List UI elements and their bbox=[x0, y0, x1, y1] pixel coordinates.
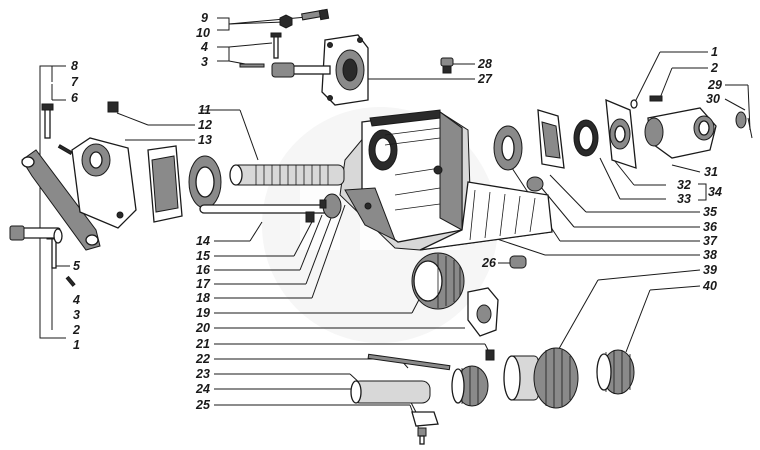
label-36: 36 bbox=[703, 220, 718, 234]
label-13: 13 bbox=[198, 133, 212, 147]
label-1-left: 1 bbox=[73, 338, 80, 352]
bearing-40 bbox=[596, 349, 635, 395]
label-31: 31 bbox=[704, 165, 718, 179]
actuator-cover bbox=[271, 34, 369, 106]
label-34: 34 bbox=[708, 185, 722, 199]
label-2-right: 2 bbox=[710, 61, 718, 75]
label-18: 18 bbox=[196, 291, 210, 305]
elbow-31 bbox=[644, 107, 717, 159]
seal-ring bbox=[573, 119, 599, 157]
rod-14 bbox=[199, 193, 342, 219]
label-32: 32 bbox=[677, 178, 691, 192]
flange-cover bbox=[605, 98, 637, 169]
label-1-right: 1 bbox=[711, 45, 718, 59]
nut-12 bbox=[107, 101, 119, 113]
label-15: 15 bbox=[196, 249, 211, 263]
plug-part bbox=[440, 57, 454, 74]
label-6: 6 bbox=[71, 91, 79, 105]
pin-29 bbox=[735, 111, 753, 139]
bolt-lower bbox=[9, 225, 61, 241]
split-pin-4 bbox=[65, 275, 76, 287]
pin-15 bbox=[305, 211, 315, 223]
label-17: 17 bbox=[196, 277, 211, 291]
label-5: 5 bbox=[73, 259, 81, 273]
gear-39 bbox=[503, 347, 579, 409]
bracket-13 bbox=[71, 137, 137, 229]
main-housing bbox=[339, 109, 553, 251]
shaft-11 bbox=[229, 164, 345, 186]
label-40: 40 bbox=[702, 279, 717, 293]
label-24: 24 bbox=[195, 382, 210, 396]
pin-part bbox=[270, 32, 282, 59]
label-20: 20 bbox=[195, 321, 210, 335]
callout-labels: 9 10 4 3 28 27 8 7 6 12 13 11 1 2 29 30 … bbox=[71, 11, 722, 412]
label-23: 23 bbox=[195, 367, 210, 381]
washer-1-right bbox=[630, 99, 638, 109]
label-26: 26 bbox=[481, 256, 497, 270]
bolt-6 bbox=[41, 103, 54, 139]
roller-bearing bbox=[451, 365, 489, 407]
parts bbox=[9, 8, 753, 445]
washer-lower bbox=[53, 228, 63, 244]
label-4: 4 bbox=[200, 40, 208, 54]
gear-19 bbox=[411, 252, 465, 310]
pin-22 bbox=[367, 353, 451, 371]
plate-24 bbox=[411, 411, 439, 427]
label-29: 29 bbox=[707, 78, 722, 92]
label-3-left: 3 bbox=[73, 308, 80, 322]
label-39: 39 bbox=[703, 263, 717, 277]
split-pin-part bbox=[239, 63, 265, 68]
label-35: 35 bbox=[703, 205, 718, 219]
plug-36 bbox=[526, 176, 544, 192]
axle-23 bbox=[350, 380, 431, 404]
gasket-right bbox=[537, 109, 565, 169]
label-25: 25 bbox=[195, 398, 211, 412]
bearing-left bbox=[188, 155, 222, 209]
gasket-left bbox=[147, 145, 183, 223]
label-37: 37 bbox=[703, 234, 718, 248]
pin-16 bbox=[319, 199, 327, 209]
label-9: 9 bbox=[201, 11, 208, 25]
split-pin-7 bbox=[57, 144, 73, 156]
nut-part bbox=[279, 14, 293, 29]
label-7: 7 bbox=[71, 75, 79, 89]
label-14: 14 bbox=[196, 234, 210, 248]
plug-26 bbox=[509, 255, 527, 269]
label-12: 12 bbox=[198, 118, 212, 132]
label-11: 11 bbox=[198, 103, 211, 117]
bearing-right bbox=[493, 125, 523, 171]
label-2-left: 2 bbox=[72, 323, 80, 337]
label-22: 22 bbox=[195, 352, 210, 366]
fork-20 bbox=[467, 287, 499, 337]
screw-21 bbox=[485, 349, 495, 361]
label-19: 19 bbox=[196, 306, 210, 320]
lever-arm bbox=[21, 149, 101, 251]
label-33: 33 bbox=[677, 192, 691, 206]
label-3: 3 bbox=[201, 55, 208, 69]
label-38: 38 bbox=[703, 248, 717, 262]
label-8: 8 bbox=[71, 59, 78, 73]
label-30: 30 bbox=[706, 92, 720, 106]
label-10: 10 bbox=[196, 26, 210, 40]
label-21: 21 bbox=[195, 337, 210, 351]
label-16: 16 bbox=[196, 263, 211, 277]
label-4-left: 4 bbox=[72, 293, 80, 307]
label-28: 28 bbox=[477, 57, 492, 71]
bolt-2-right bbox=[649, 95, 663, 102]
label-27: 27 bbox=[477, 72, 493, 86]
bolt-part bbox=[301, 8, 330, 21]
bolt-25 bbox=[417, 427, 427, 445]
